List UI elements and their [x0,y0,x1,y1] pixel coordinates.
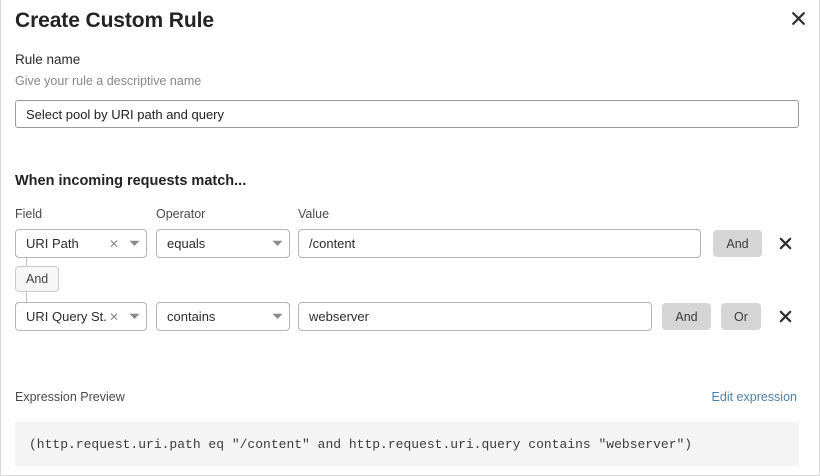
field-select-value-0: URI Path [26,236,79,251]
expression-preview-box: (http.request.uri.path eq "/content" and… [15,422,799,466]
chevron-down-icon[interactable] [265,303,289,330]
delete-icon-0[interactable] [775,229,795,258]
operator-select-0[interactable]: equals [156,229,290,258]
rule-name-hint: Give your rule a descriptive name [15,74,202,88]
chevron-down-icon[interactable] [122,230,146,257]
field-select-value-1: URI Query St... [26,309,106,324]
clear-icon[interactable]: ✕ [108,236,120,251]
dialog-title: Create Custom Rule [15,9,214,32]
connector-and-badge[interactable]: And [15,266,60,292]
rule-name-input[interactable] [15,100,799,128]
expression-preview-text: (http.request.uri.path eq "/content" and… [29,436,693,452]
value-input-0[interactable] [298,229,701,258]
and-button-1[interactable]: And [662,303,711,330]
connector-line-top [26,258,27,267]
operator-select-1[interactable]: contains [156,302,290,331]
edit-expression-link[interactable]: Edit expression [711,390,797,404]
column-header-value: Value [298,207,330,221]
chevron-down-icon[interactable] [122,303,146,330]
value-input-1[interactable] [298,302,652,331]
close-icon[interactable] [786,6,810,30]
column-header-field: Field [15,207,43,221]
operator-select-value-0: equals [167,236,206,251]
delete-icon-1[interactable] [775,302,795,331]
rule-name-label: Rule name [15,52,81,67]
and-button-0[interactable]: And [713,230,762,257]
column-header-operator: Operator [156,207,206,221]
connector-line-bottom [26,292,27,302]
field-select-0[interactable]: URI Path ✕ [15,229,147,258]
or-button-1[interactable]: Or [721,303,761,330]
operator-select-value-1: contains [167,309,216,324]
expression-preview-label: Expression Preview [15,390,125,404]
clear-icon[interactable]: ✕ [108,309,120,324]
chevron-down-icon[interactable] [265,230,289,257]
conditions-heading: When incoming requests match... [15,173,247,189]
condition-row: URI Query St... ✕ contains And Or [1,302,820,332]
field-select-1[interactable]: URI Query St... ✕ [15,302,147,331]
condition-row: URI Path ✕ equals And [1,229,820,259]
